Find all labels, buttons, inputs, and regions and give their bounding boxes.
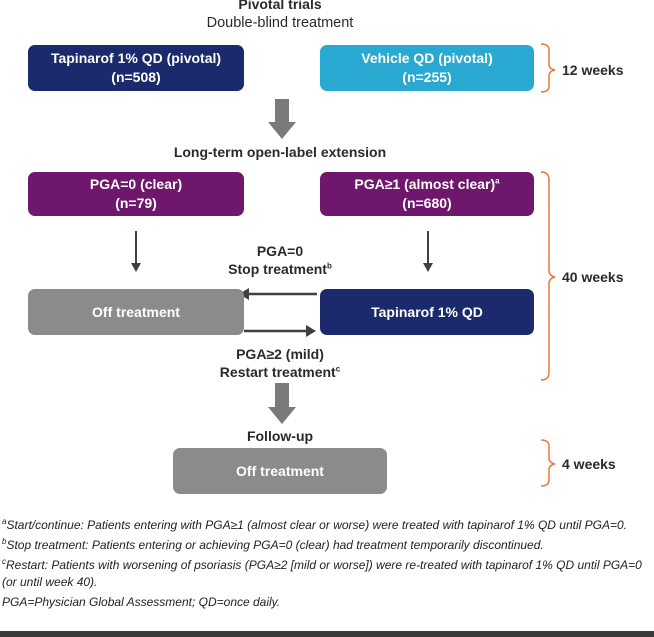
box-n: (n=508) xyxy=(111,69,161,85)
restart-text: Restart treatment xyxy=(219,364,336,380)
tapinarof-qd-box: Tapinarof 1% QD xyxy=(320,289,534,335)
box-label: Off treatment xyxy=(92,303,180,320)
duration-12-weeks: 12 weeks xyxy=(562,62,624,78)
box-label-wrap: PGA≥1 (almost clear)a xyxy=(354,175,499,194)
footnote-text: Stop treatment: Patients entering or ach… xyxy=(6,538,544,552)
double-blind-subtitle: Double-blind treatment xyxy=(206,15,354,31)
tapinarof-pivotal-box: Tapinarof 1% QD (pivotal) (n=508) xyxy=(28,45,244,91)
restart-pga-label: PGA≥2 (mild) xyxy=(236,346,324,362)
brace-4-weeks-icon xyxy=(540,439,556,487)
brace-12-weeks-icon xyxy=(540,43,556,93)
stop-text: Stop treatment xyxy=(228,261,327,277)
box-label: PGA=0 (clear) xyxy=(89,176,183,192)
down-arrow-icon xyxy=(423,263,433,272)
footnotes: aStart/continue: Patients entering with … xyxy=(2,517,652,614)
footnote-marker: b xyxy=(2,537,7,546)
footnote-b: bStop treatment: Patients entering or ac… xyxy=(2,537,652,554)
extension-title: Long-term open-label extension xyxy=(173,144,387,160)
footnote-marker: a xyxy=(2,517,7,526)
box-label: Vehicle QD (pivotal) xyxy=(361,50,493,66)
down-arrow-icon xyxy=(268,383,296,424)
duration-40-weeks: 40 weeks xyxy=(562,269,624,285)
bottom-divider xyxy=(0,631,654,637)
footnote-text: Restart: Patients with worsening of psor… xyxy=(2,558,642,589)
restart-treatment-label: Restart treatmentc xyxy=(185,364,375,380)
abbreviations: PGA=Physician Global Assessment; QD=once… xyxy=(2,595,281,609)
off-treatment-box: Off treatment xyxy=(28,289,244,335)
box-n: (n=255) xyxy=(402,69,452,85)
right-arrow-icon xyxy=(306,325,316,337)
footnote-marker: a xyxy=(495,176,500,186)
vehicle-pivotal-box: Vehicle QD (pivotal) (n=255) xyxy=(320,45,534,91)
down-arrow-icon xyxy=(268,99,296,139)
pga1-almost-clear-box: PGA≥1 (almost clear)a (n=680) xyxy=(320,172,534,216)
footnote-text: Start/continue: Patients entering with P… xyxy=(6,518,627,532)
left-arrow-icon xyxy=(239,288,249,300)
box-label: Off treatment xyxy=(236,462,324,479)
footnote-marker: b xyxy=(326,261,332,271)
footnote-a: aStart/continue: Patients entering with … xyxy=(2,517,652,534)
down-arrow-icon xyxy=(131,263,141,272)
followup-title: Follow-up xyxy=(246,428,314,444)
box-n: (n=79) xyxy=(115,195,157,211)
pivotal-trials-title: Pivotal trials xyxy=(238,0,322,12)
stop-treatment-label: Stop treatmentb xyxy=(195,261,365,277)
footnote-marker: c xyxy=(335,364,341,374)
box-n: (n=680) xyxy=(402,195,452,211)
footnote-marker: c xyxy=(2,557,6,566)
brace-40-weeks-icon xyxy=(540,171,556,381)
stop-pga-label: PGA=0 xyxy=(256,243,304,259)
box-label: PGA≥1 (almost clear) xyxy=(354,176,496,192)
footnote-c: cRestart: Patients with worsening of pso… xyxy=(2,557,652,591)
pga0-clear-box: PGA=0 (clear) (n=79) xyxy=(28,172,244,216)
box-label: Tapinarof 1% QD xyxy=(371,303,483,320)
duration-4-weeks: 4 weeks xyxy=(562,456,616,472)
followup-off-treatment-box: Off treatment xyxy=(173,448,387,494)
box-label: Tapinarof 1% QD (pivotal) xyxy=(50,50,222,66)
